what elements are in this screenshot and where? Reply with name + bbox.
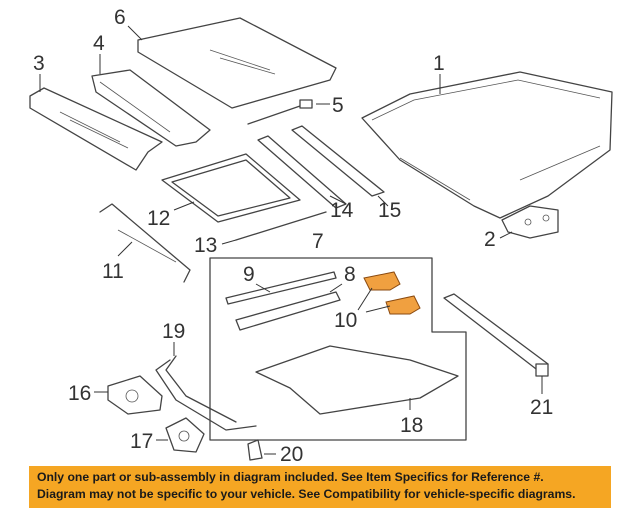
callout-16: 16 <box>68 382 91 405</box>
part-20-clip <box>247 439 263 461</box>
part-1-roof-panel <box>361 71 613 219</box>
leader-11 <box>117 241 133 257</box>
disclaimer-line-1: Only one part or sub-assembly in diagram… <box>37 470 544 484</box>
leader-9 <box>255 283 271 293</box>
callout-7: 7 <box>312 230 324 253</box>
part-2-bracket <box>501 205 559 239</box>
leader-10b <box>365 305 391 313</box>
leader-14 <box>329 195 347 205</box>
part-8-rail <box>235 291 341 331</box>
sunroof-parts-diagram: 1 2 3 4 6 5 12 14 <box>29 6 613 462</box>
leader-13 <box>221 239 237 245</box>
callout-5: 5 <box>332 94 344 117</box>
part-15-guide-rail <box>291 125 385 197</box>
part-17-motor <box>165 417 205 453</box>
disclaimer-line-2: Diagram may not be specific to your vehi… <box>37 487 576 501</box>
callout-9: 9 <box>243 263 255 286</box>
leader-10a <box>357 287 373 311</box>
part-16-motor <box>107 375 163 415</box>
part-13-seal <box>235 211 327 241</box>
part-19-cable <box>155 355 257 431</box>
callout-12: 12 <box>147 207 170 230</box>
part-10-clip-upper <box>363 271 401 291</box>
part-3-sunshade-panel <box>29 87 163 171</box>
part-7-assembly-box <box>209 257 467 441</box>
part-10-clips <box>363 271 421 315</box>
callout-15: 15 <box>378 199 401 222</box>
part-10-clip-lower <box>385 295 421 315</box>
callout-8: 8 <box>344 263 356 286</box>
part-9-rail <box>225 271 337 305</box>
part-11-cross-member <box>99 203 191 283</box>
part-12-frame <box>161 153 301 223</box>
leader-6 <box>127 25 143 41</box>
leader-2 <box>499 231 513 239</box>
callout-3: 3 <box>33 52 45 75</box>
callout-14: 14 <box>330 199 354 222</box>
part-4-wind-deflector <box>91 69 211 147</box>
part-5-seal-strip <box>247 99 313 125</box>
part-21-rear-rail <box>443 293 549 377</box>
leader-15 <box>377 195 389 207</box>
disclaimer-banner: Only one part or sub-assembly in diagram… <box>29 466 611 508</box>
callout-19: 19 <box>162 320 185 343</box>
callout-17: 17 <box>130 430 153 453</box>
callout-21: 21 <box>530 396 553 419</box>
callout-4: 4 <box>93 32 105 55</box>
leader-8 <box>329 283 343 293</box>
callout-10: 10 <box>334 309 357 332</box>
callout-20: 20 <box>280 443 303 462</box>
callout-6: 6 <box>114 6 126 29</box>
callout-2: 2 <box>484 228 496 251</box>
callout-18: 18 <box>400 414 423 437</box>
part-6-glass-panel <box>137 17 337 109</box>
part-18-seal <box>255 345 459 415</box>
callout-11: 11 <box>102 260 124 283</box>
callout-13: 13 <box>194 234 217 257</box>
callout-1: 1 <box>433 52 445 75</box>
leader-12 <box>173 201 195 211</box>
